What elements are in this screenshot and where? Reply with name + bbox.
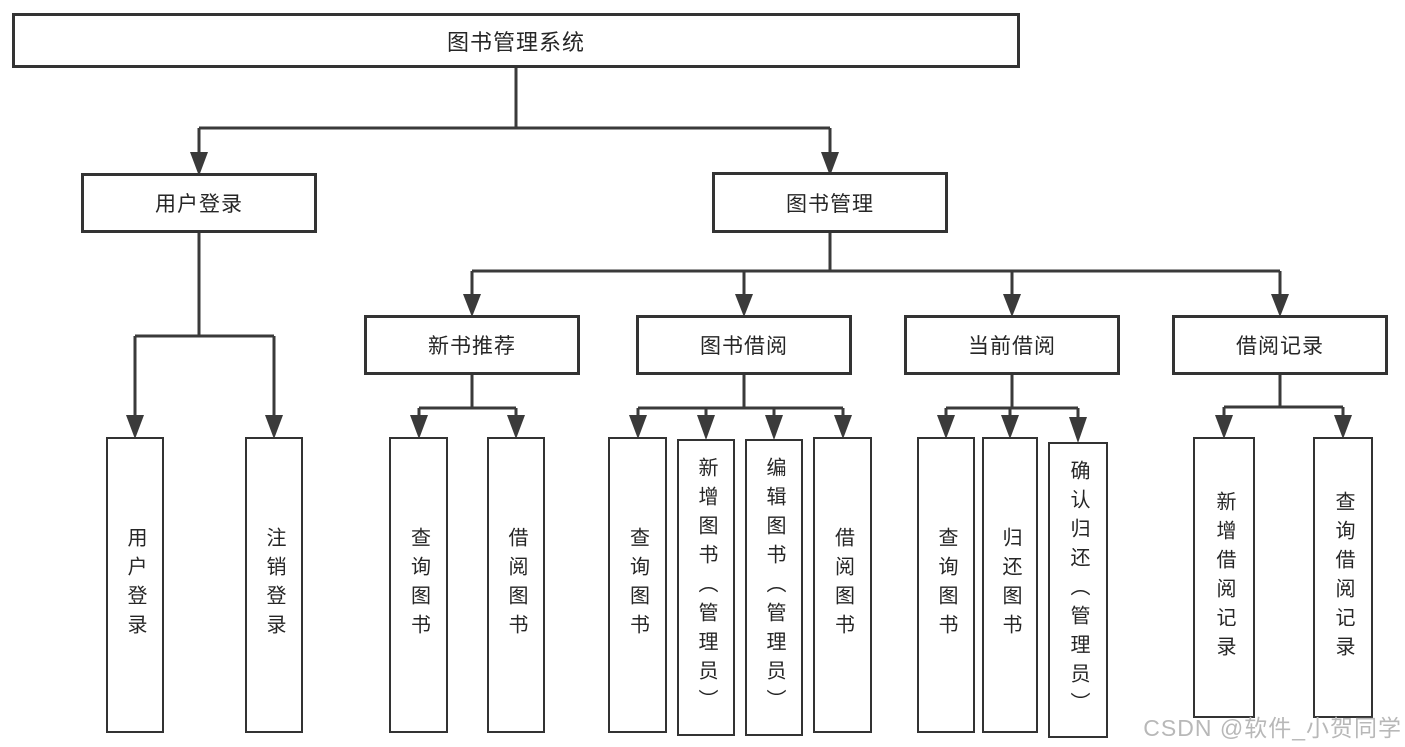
leaf-user-login: 用户登录 [106,437,164,733]
leaf-edit-book-admin: 编辑图书（管理员） [745,439,803,736]
leaf-add-book-admin: 新增图书（管理员） [677,439,735,736]
node-label: 借阅图书 [831,527,854,643]
node-label: 查询图书 [407,527,430,643]
leaf-query-books-recommend: 查询图书 [389,437,448,733]
node-label: 归还图书 [999,527,1021,643]
node-book-management: 图书管理 [712,172,948,233]
node-label: 用户登录 [124,527,146,643]
node-label: 新增图书（管理员） [695,457,717,718]
leaf-borrow-books-borrow: 借阅图书 [813,437,872,733]
node-borrow-records: 借阅记录 [1172,315,1388,375]
node-user-login: 用户登录 [81,173,317,233]
connector-book-borrow [629,375,852,440]
node-label: 编辑图书（管理员） [763,457,785,718]
node-label: 注销登录 [263,527,285,643]
node-label: 借阅图书 [505,527,527,643]
node-label: 新增借阅记录 [1213,490,1235,665]
leaf-logout-login: 注销登录 [245,437,303,733]
leaf-confirm-return-admin: 确认归还（管理员） [1048,442,1108,738]
leaf-add-borrow-record: 新增借阅记录 [1193,437,1255,718]
leaf-query-borrow-record: 查询借阅记录 [1313,437,1373,718]
connector-new-book-recommend [410,375,525,439]
node-label: 查询图书 [935,527,957,643]
leaf-borrow-books-recommend: 借阅图书 [487,437,545,733]
leaf-return-book: 归还图书 [982,437,1038,733]
leaf-query-books-current: 查询图书 [917,437,975,733]
node-book-borrow: 图书借阅 [636,315,852,375]
connector-current-borrow [937,375,1087,443]
node-label: 查询图书 [626,527,649,643]
connector-root [190,68,839,176]
node-label: 查询借阅记录 [1332,490,1354,665]
node-label: 确认归还（管理员） [1067,459,1089,721]
node-root: 图书管理系统 [12,13,1020,68]
leaf-query-books-borrow: 查询图书 [608,437,667,733]
connector-user-login [126,233,283,439]
connector-borrow-records [1215,375,1352,439]
node-current-borrow: 当前借阅 [904,315,1120,375]
node-new-book-recommend: 新书推荐 [364,315,580,375]
watermark: CSDN @软件_小贺同学 [1143,715,1402,741]
connector-book-management [463,233,1289,317]
